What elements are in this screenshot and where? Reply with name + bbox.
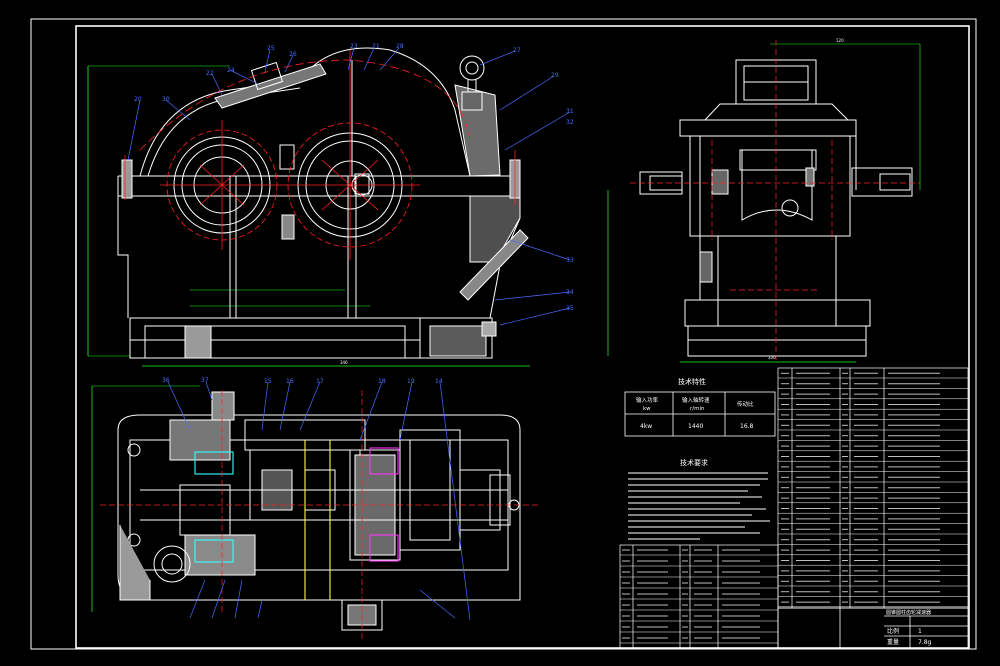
base-hatch-right — [429, 325, 487, 357]
callout-37: 37 — [201, 377, 209, 384]
title-drawing-name: 圆锥圆柱齿轮减速器 — [886, 609, 931, 616]
perf-header-power: 输入功率 — [636, 396, 659, 404]
callout-30: 30 — [162, 96, 170, 103]
perf-header-ratio: 传动比 — [737, 400, 754, 408]
callout-33: 33 — [566, 257, 574, 264]
perf-value-ratio: 16.8 — [740, 423, 754, 430]
callout-35: 35 — [566, 305, 574, 312]
callout-16: 16 — [286, 378, 294, 385]
parts-list-right — [777, 367, 969, 609]
callout-25: 25 — [267, 45, 275, 52]
side-view — [607, 43, 921, 363]
front-centerlines — [124, 50, 516, 260]
callout-29: 29 — [551, 72, 559, 79]
callout-21: 21 — [372, 43, 380, 50]
svg-text:r/min: r/min — [690, 406, 705, 412]
plan-view — [91, 385, 521, 631]
plan-callouts — [167, 381, 471, 621]
callout-20: 20 — [134, 96, 142, 103]
title-scale-label: 比例 — [887, 627, 899, 635]
callout-17: 17 — [316, 378, 324, 385]
callout-28: 28 — [396, 43, 404, 50]
title-block: 比例 1 重量 7.8g 圆锥圆柱齿轮减速器 — [777, 607, 969, 649]
tech-requirements-text-lines — [628, 472, 770, 540]
front-view — [87, 47, 530, 367]
callout-14: 14 — [435, 378, 443, 385]
svg-text:kw: kw — [643, 406, 651, 412]
callout-36: 36 — [162, 377, 170, 384]
side-width-dim-label: 330 — [768, 355, 776, 360]
perf-value-speed: 1440 — [688, 423, 703, 430]
perf-header-speed: 输入轴转速 — [682, 396, 710, 404]
callout-18: 18 — [378, 378, 386, 385]
performance-table: 技术特性 输入功率 kw 输入轴转速 r/min 传动比 4kw 1440 16… — [624, 377, 776, 437]
callout-34: 34 — [566, 289, 574, 296]
front-callout-labels: 25 26 24 22 23 21 28 27 29 20 30 31 32 3… — [134, 43, 574, 312]
front-callouts — [127, 47, 571, 326]
side-top-dim-label: 120 — [836, 38, 844, 43]
callout-27: 27 — [513, 47, 521, 54]
sheet-inner-frame — [75, 25, 970, 649]
front-width-dim-label: 346 — [340, 360, 348, 365]
title-weight-label: 重量 — [887, 638, 899, 646]
parts-list-bottom — [619, 544, 779, 649]
callout-23: 23 — [350, 43, 358, 50]
callout-24: 24 — [227, 67, 235, 74]
title-scale-value: 1 — [918, 628, 922, 635]
callout-leader — [264, 49, 271, 73]
tech-requirements-title: 技术要求 — [680, 458, 708, 467]
callout-19: 19 — [407, 378, 415, 385]
side-centerlines — [630, 40, 920, 360]
sheet-outer-border — [30, 18, 977, 650]
title-weight-value: 7.8g — [918, 639, 932, 646]
plan-centerlines — [100, 390, 540, 640]
base-hatch-left — [184, 325, 212, 359]
callout-31: 31 — [566, 108, 574, 115]
plan-colored-highlights — [194, 440, 399, 600]
callout-32: 32 — [566, 119, 574, 126]
callout-26: 26 — [289, 51, 297, 58]
plan-callout-labels: 36 37 15 16 17 18 19 14 — [162, 377, 443, 385]
tech-requirements: 技术要求 — [628, 458, 770, 540]
performance-table-title: 技术特性 — [678, 377, 706, 386]
callout-15: 15 — [264, 378, 272, 385]
callout-22: 22 — [206, 70, 214, 77]
perf-value-power: 4kw — [640, 423, 652, 430]
